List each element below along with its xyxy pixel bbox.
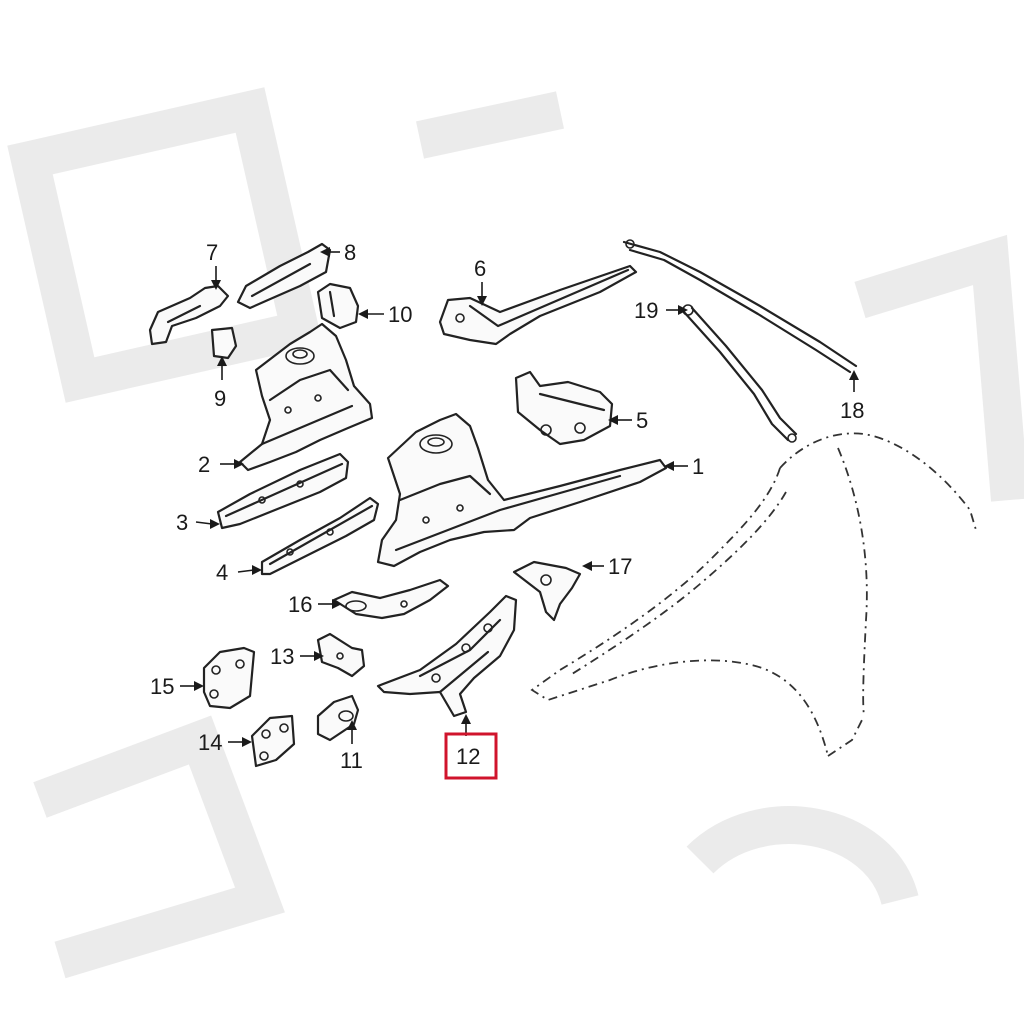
part-2	[238, 322, 374, 472]
callout-12-highlight-box	[444, 732, 498, 780]
callout-19: 19	[634, 298, 658, 323]
part-16	[332, 578, 450, 620]
part-17	[512, 560, 582, 622]
callout-5: 5	[636, 408, 648, 433]
part-15	[202, 646, 256, 710]
part-7	[148, 284, 230, 346]
callout-4: 4	[216, 560, 228, 585]
fender-outline	[530, 432, 977, 757]
callout-9: 9	[214, 386, 226, 411]
callout-10: 10	[388, 302, 412, 327]
part-9	[210, 326, 238, 360]
callout-3: 3	[176, 510, 188, 535]
watermark	[7, 87, 1024, 979]
callout-7: 7	[206, 240, 218, 265]
callout-16: 16	[288, 592, 312, 617]
part-14	[250, 714, 296, 768]
callout-17: 17	[608, 554, 632, 579]
leader-arrows	[180, 247, 859, 747]
callout-18: 18	[840, 398, 864, 423]
part-1	[376, 412, 668, 568]
callout-11: 11	[340, 748, 363, 773]
callout-14: 14	[198, 730, 222, 755]
part-12	[376, 594, 518, 718]
callout-1: 1	[692, 454, 704, 479]
callout-8: 8	[344, 240, 356, 265]
part-10	[316, 282, 360, 330]
callout-13: 13	[270, 644, 294, 669]
part-18	[622, 239, 858, 374]
part-3	[216, 452, 350, 530]
part-4	[260, 496, 380, 576]
part-13	[316, 632, 366, 678]
part-19	[682, 304, 798, 443]
part-6	[438, 264, 638, 346]
callout-15: 15	[150, 674, 174, 699]
callout-12: 12	[456, 744, 480, 769]
part-5	[514, 370, 614, 446]
callout-2: 2	[198, 452, 210, 477]
callout-6: 6	[474, 256, 486, 281]
callout-labels: 7 8 10 9 2 3 4 1 5 6 19 18 17 16 13 15 1…	[150, 240, 864, 780]
